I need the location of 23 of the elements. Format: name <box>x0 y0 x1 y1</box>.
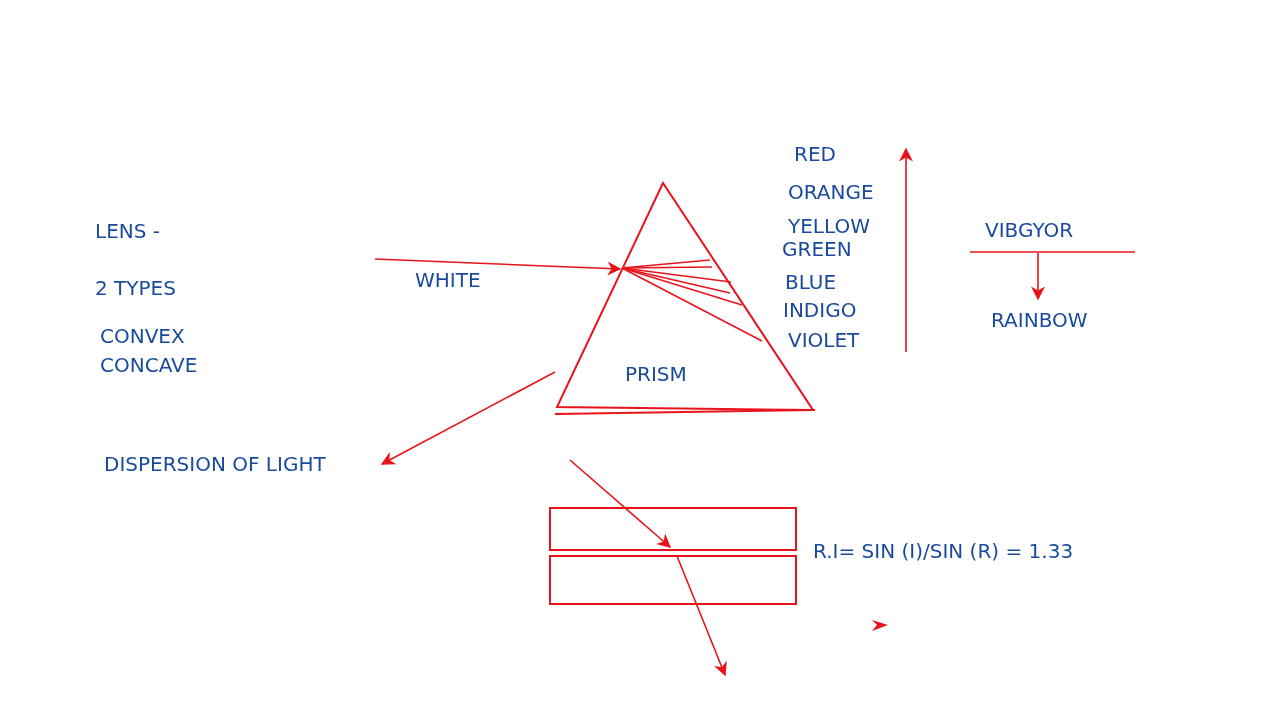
color-label: GREEN <box>782 238 852 260</box>
color-label: INDIGO <box>783 299 857 321</box>
color-label: YELLOW <box>788 215 870 237</box>
term-text: VIBGYOR <box>985 218 1074 242</box>
arrow <box>676 555 727 677</box>
color-label: VIOLET <box>788 329 860 351</box>
glass-slab-rectangle <box>549 507 797 551</box>
ray-label: WHITE <box>415 269 481 291</box>
note-text: LENS - <box>95 220 160 242</box>
note-text: CONVEX <box>100 325 185 347</box>
arrow <box>569 459 672 548</box>
term-text: RAINBOW <box>991 308 1088 332</box>
formula-text: R.I= SIN (I)/SIN (R) = 1.33 <box>813 540 1074 562</box>
glass-slab-rectangle <box>549 555 797 605</box>
color-label: ORANGE <box>788 181 874 203</box>
color-label: RED <box>794 143 836 165</box>
note-text: CONCAVE <box>100 354 198 376</box>
arrow <box>380 371 556 465</box>
heading-text: DISPERSION OF LIGHT <box>104 452 326 476</box>
arrow <box>1031 252 1045 301</box>
prism-label: PRISM <box>625 363 687 385</box>
color-label: BLUE <box>785 271 837 293</box>
note-text: 2 TYPES <box>95 277 176 299</box>
